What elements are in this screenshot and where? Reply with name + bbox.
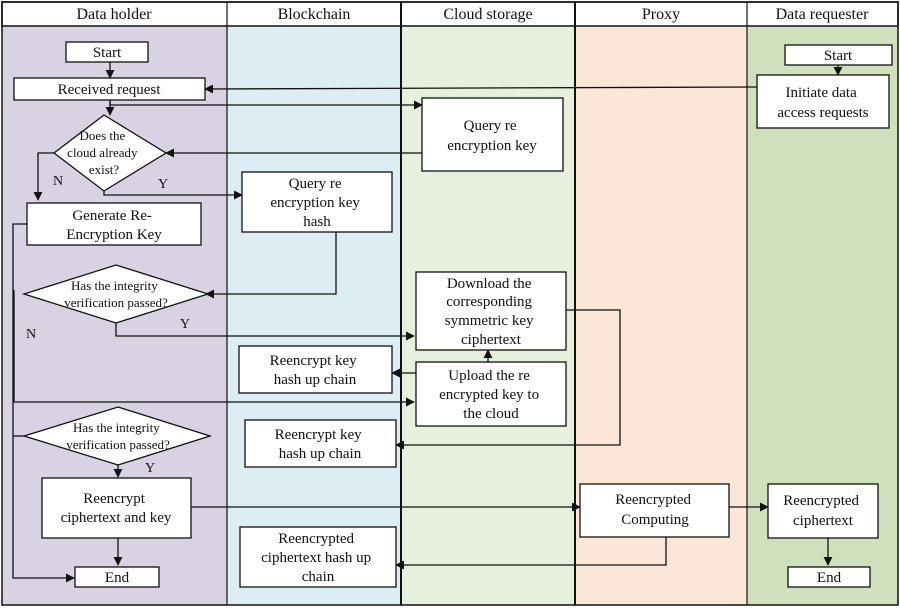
received-request-text: Received request [58,82,162,98]
integrity-2-text: Has the integrity verification passed? [66,420,170,452]
received-request-box [13,77,206,101]
upload-key-text: Upload the re encrypted key to the cloud [439,368,543,422]
integrity-2-diamond [21,406,213,466]
reencrypt-ciphertext-key-box [41,477,192,539]
integrity-1-text: Has the integrity verification passed? [64,278,168,310]
edge-hash-to-integrity [205,232,337,299]
edge-integrity1-no-to-upload [13,290,415,407]
end-requester-box [787,566,871,588]
end-requester-text: End [817,570,842,586]
edge-initiate-to-received [204,84,758,94]
download-symmetric-text: Download the corresponding symmetric key… [445,276,537,348]
reencrypted-ciphertext-chain-text: Reencrypted ciphertext hash up chain [261,531,375,585]
query-key-box [421,97,564,172]
start-holder-text: Start [93,45,122,61]
start-holder-box [65,41,149,63]
reencrypted-computing-text: Reencrypted Computing [615,492,695,528]
reencrypt-hash-chain-2-text: Reencrypt key hash up chain [275,427,366,462]
start-requester-text: Start [824,48,853,64]
upload-key-box [415,361,567,427]
label-yes-1: Y [158,177,168,192]
label-no-2: N [26,327,36,342]
lane-header-row [1,1,899,27]
generate-key-text: Generate Re- Encryption Key [66,208,162,243]
reencrypt-ciphertext-key-text: Reencrypt ciphertext and key [61,491,172,526]
lane-title-data-requester: Data requester [776,6,870,23]
edge-generate-to-end [12,223,75,583]
reencrypt-hash-chain-1-text: Reencrypt key hash up chain [270,353,361,388]
edge-download-to-chain2 [395,309,621,450]
reencrypt-hash-chain-1-box [238,345,393,394]
lane-title-data-holder: Data holder [76,6,152,23]
end-holder-text: End [105,570,130,586]
label-yes-2: Y [180,317,190,332]
label-no-1: N [53,174,63,189]
edge-integrity1-yes [115,323,415,341]
edge-decision-no [33,152,54,201]
start-requester-box [784,44,893,66]
lane-blockchain [227,26,401,605]
lane-title-cloud-storage: Cloud storage [443,6,532,23]
query-hash-text: Query re encryption key hash [270,176,363,230]
reencrypted-ciphertext-box [767,483,879,539]
lane-title-blockchain: Blockchain [278,6,351,23]
generate-key-box [26,202,202,246]
lane-title-proxy: Proxy [642,6,680,23]
initiate-requests-box [756,74,890,129]
cloud-exist-diamond [52,114,168,192]
label-yes-3: Y [145,461,155,476]
query-hash-box [241,171,393,233]
reencrypted-ciphertext-chain-box [239,526,397,588]
reencrypt-hash-chain-2-box [244,419,397,468]
query-key-text: Query re encryption key [447,118,537,154]
reencrypted-ciphertext-text: Reencrypted ciphertext [783,493,863,529]
download-symmetric-box [415,271,567,351]
end-holder-box [74,566,160,588]
initiate-requests-text: Initiate data access requests [777,85,868,121]
reencrypted-computing-box [579,483,730,538]
edge-computing-to-chain [395,537,667,570]
cloud-exist-text: Does the cloud already exist? [67,128,141,177]
integrity-1-diamond [21,264,211,324]
